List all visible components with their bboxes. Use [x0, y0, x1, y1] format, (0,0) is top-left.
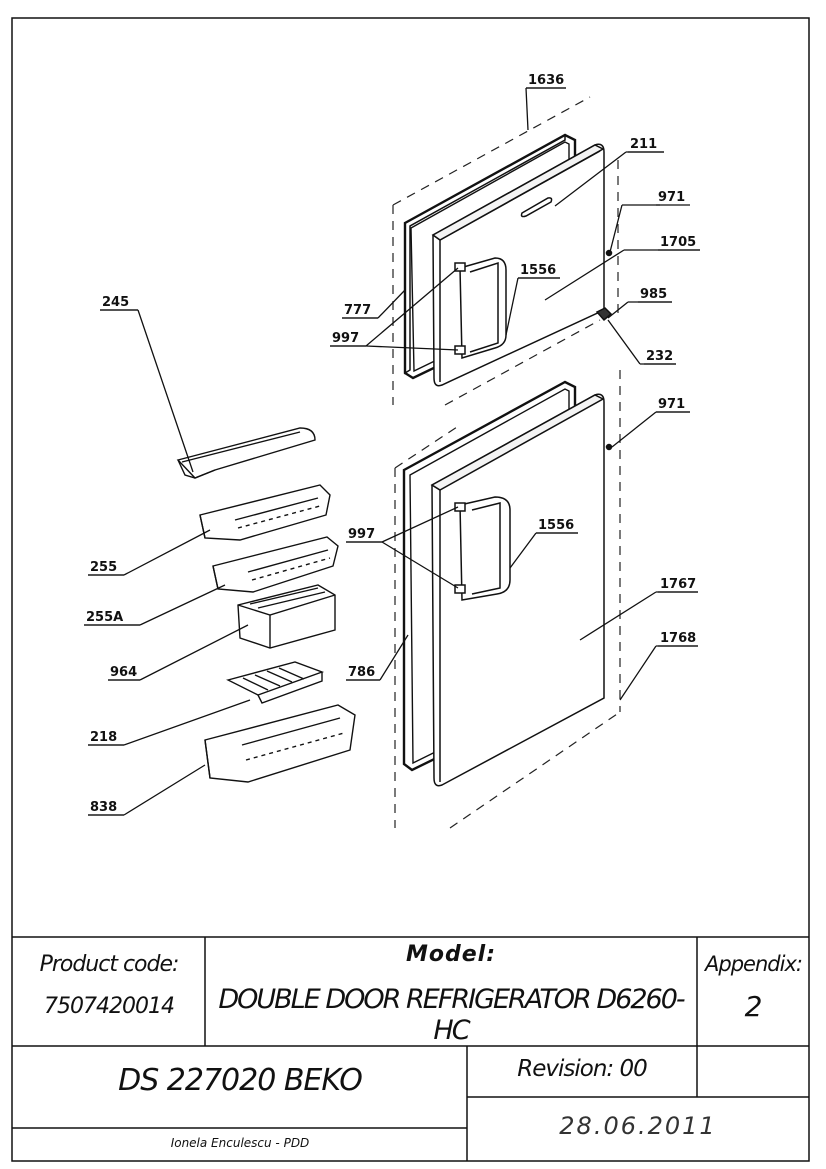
part-255A-shelf: [212, 536, 339, 593]
label-964: 964: [110, 665, 137, 680]
product-code-label: Product code:: [39, 952, 180, 977]
part-255-shelf: [199, 484, 331, 541]
label-838: 838: [90, 800, 117, 815]
title-block-grid: [12, 936, 809, 1161]
label-997-upper: 997: [332, 331, 359, 346]
label-245: 245: [102, 295, 129, 310]
drawing-frame: [11, 17, 810, 1162]
part-218-tray: [226, 661, 325, 704]
appendix-value: 2: [744, 990, 763, 1023]
label-1556-upper: 1556: [520, 263, 556, 278]
label-786: 786: [348, 665, 375, 680]
label-1705: 1705: [660, 235, 696, 250]
label-971-upper: 971: [658, 190, 685, 205]
label-1556-lower: 1556: [538, 518, 574, 533]
label-1768: 1768: [660, 631, 696, 646]
label-1636: 1636: [528, 73, 564, 88]
date: 28.06.2011: [559, 1112, 717, 1140]
label-1767: 1767: [660, 577, 696, 592]
label-255A: 255A: [86, 610, 123, 625]
product-code-value: 7507420014: [44, 994, 175, 1019]
revision: Revision: 00: [517, 1056, 647, 1082]
model-label: Model:: [405, 942, 496, 967]
part-838-shelf: [204, 704, 356, 783]
author: Ionela Enculescu - PDD: [170, 1136, 310, 1150]
model-value: DOUBLE DOOR REFRIGERATOR D6260-HC: [218, 984, 685, 1046]
label-985: 985: [640, 287, 667, 302]
label-971-lower: 971: [658, 397, 685, 412]
document-number: DS 227020 BEKO: [118, 1063, 363, 1098]
lower-door: [430, 393, 613, 787]
label-997-lower: 997: [348, 527, 375, 542]
label-218: 218: [90, 730, 117, 745]
upper-door: [431, 143, 613, 387]
part-labels: 1636 211 971 1705 1556 777 985 997 232 9…: [86, 73, 696, 815]
label-255: 255: [90, 560, 117, 575]
assembly-guides: [392, 96, 621, 829]
label-777: 777: [344, 303, 371, 318]
label-211: 211: [630, 137, 657, 152]
label-underlines: [84, 87, 700, 816]
label-232: 232: [646, 349, 673, 364]
part-964-box: [237, 584, 336, 649]
appendix-label: Appendix:: [705, 952, 803, 976]
part-245-cover: [176, 427, 316, 479]
leader-lines: [84, 87, 700, 816]
